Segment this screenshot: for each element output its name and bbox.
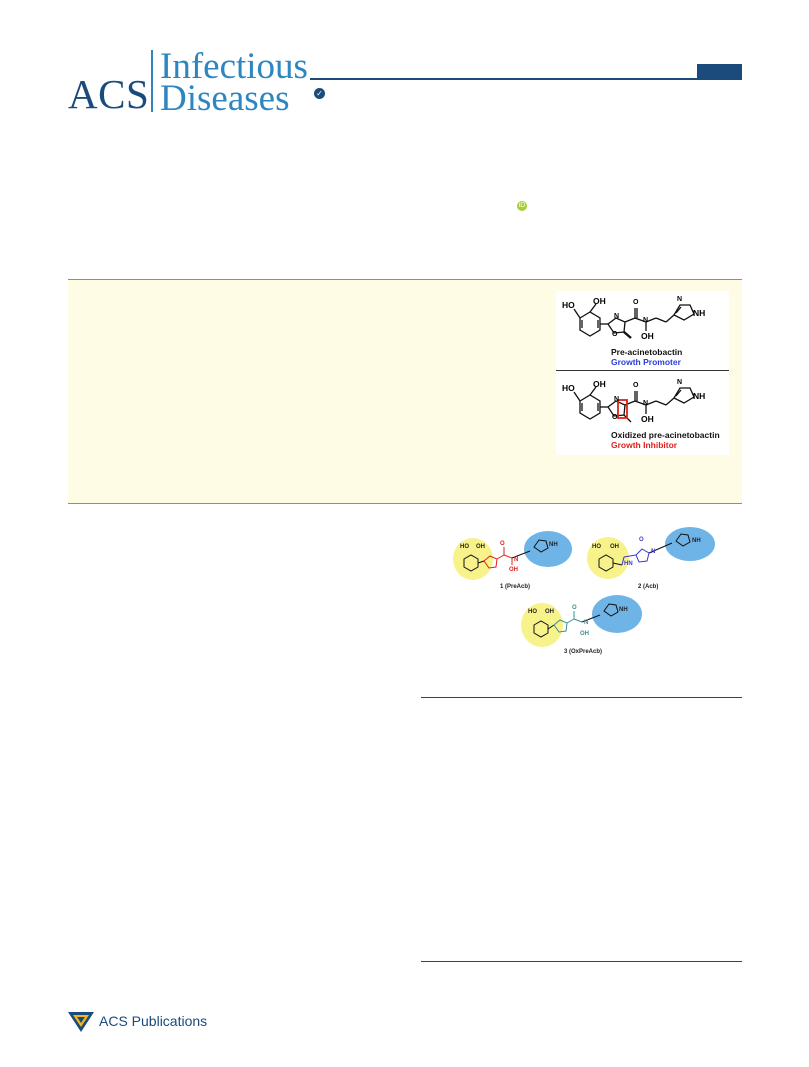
- toc-bottom-compound-name: Oxidized pre-acinetobactin: [611, 430, 720, 440]
- bottom-imidazole-ring: [673, 387, 695, 404]
- compound-1-n: N: [514, 557, 519, 563]
- top-benzene-ring: [579, 311, 601, 337]
- top-imidazole-ring: [673, 304, 695, 321]
- toc-bottom-oh: OH: [593, 379, 606, 389]
- publisher-name[interactable]: ACS Publications: [99, 1013, 208, 1029]
- compound-2-nh: NH: [692, 538, 701, 544]
- compound-3-n: N: [584, 620, 589, 626]
- compound-2-label: 2 (Acb): [638, 584, 659, 590]
- toc-top-compound-name: Pre-acinetobactin: [611, 347, 683, 357]
- compound-2-hn: HN: [624, 561, 633, 567]
- column-rule-top: [421, 697, 742, 699]
- toc-top-ring-o: O: [612, 331, 618, 338]
- bottom-oxazole-ring: [607, 400, 626, 417]
- compound-3-o: O: [572, 605, 577, 611]
- compound-3-catechol-highlight: [521, 603, 563, 647]
- toc-top-ho: HO: [562, 300, 575, 310]
- toc-divider: [556, 370, 729, 372]
- compound-3-ho: HO: [528, 609, 537, 615]
- column-rule-bottom: [421, 961, 742, 963]
- oxidation-highlight: [617, 399, 628, 419]
- toc-top-imidazole-n: N: [677, 296, 683, 303]
- compound-3-label: 3 (OxPreAcb): [564, 649, 603, 655]
- header-page-tab: [697, 64, 742, 79]
- toc-bottom-ho: HO: [562, 383, 575, 393]
- header-rule: [310, 78, 742, 80]
- journal-logo-word-2: Diseases: [160, 78, 290, 119]
- compound-2-ho: HO: [592, 544, 601, 550]
- compound-3-oh: OH: [545, 609, 554, 615]
- compound-2-imidazole-highlight: [665, 527, 715, 561]
- compound-1-ho: HO: [460, 544, 469, 550]
- bottom-benzene-ring: [579, 394, 601, 420]
- orcid-icon[interactable]: iD: [517, 201, 527, 211]
- compound-1-catechol-highlight: [453, 538, 493, 580]
- toc-bottom-amide-n: N: [643, 400, 649, 407]
- toc-bottom-carbonyl-o: O: [633, 382, 639, 389]
- toc-top-n: N: [614, 313, 620, 320]
- journal-logo-separator: [151, 50, 153, 112]
- journal-logo-acs: ACS: [68, 71, 150, 117]
- top-oxazoline-ring: [607, 317, 626, 334]
- compound-3-oh-n: OH: [580, 631, 589, 637]
- compound-2-o: O: [639, 537, 644, 543]
- check-circle-icon: ✓: [314, 88, 325, 99]
- compound-2-oh: OH: [610, 544, 619, 550]
- toc-top-amide-n: N: [643, 317, 649, 324]
- toc-top-nh: NH: [693, 308, 706, 318]
- toc-bottom-imidazole-n: N: [677, 379, 683, 386]
- acs-publications-logo-icon: [68, 1012, 94, 1032]
- compound-2-n: N: [651, 549, 656, 555]
- toc-top-oh: OH: [593, 296, 606, 306]
- journal-logo-word-1: Infectious: [160, 46, 308, 87]
- toc-graphic: HO OH N O O N OH NH N Pre-acinetobactin …: [556, 291, 729, 455]
- toc-bottom-ring-o: O: [612, 414, 618, 421]
- compound-3-imidazole-highlight: [592, 595, 642, 633]
- toc-bottom-nh: NH: [693, 391, 706, 401]
- compound-1-imidazole-highlight: [524, 531, 572, 567]
- toc-structures-svg: [573, 303, 695, 423]
- figure-1-svg: [453, 527, 715, 647]
- compound-1-oh-n: OH: [509, 567, 518, 573]
- compound-1-nh: NH: [549, 542, 558, 548]
- compound-1-o: O: [500, 541, 505, 547]
- compound-1-oh: OH: [476, 544, 485, 550]
- toc-bottom-n: N: [614, 396, 620, 403]
- toc-top-compound-role: Growth Promoter: [611, 357, 681, 367]
- compound-3-nh: NH: [619, 607, 628, 613]
- toc-top-hydroxyl: OH: [641, 331, 654, 341]
- compound-1-label: 1 (PreAcb): [500, 584, 531, 590]
- toc-top-carbonyl-o: O: [633, 299, 639, 306]
- figure-1-siderophore-structures: HO OH N O OH NH 1 (PreAcb) HO OH HN O N …: [446, 527, 736, 663]
- toc-bottom-compound-role: Growth Inhibitor: [611, 440, 678, 450]
- compound-2-catechol-highlight: [587, 537, 629, 579]
- toc-bottom-hydroxyl: OH: [641, 414, 654, 424]
